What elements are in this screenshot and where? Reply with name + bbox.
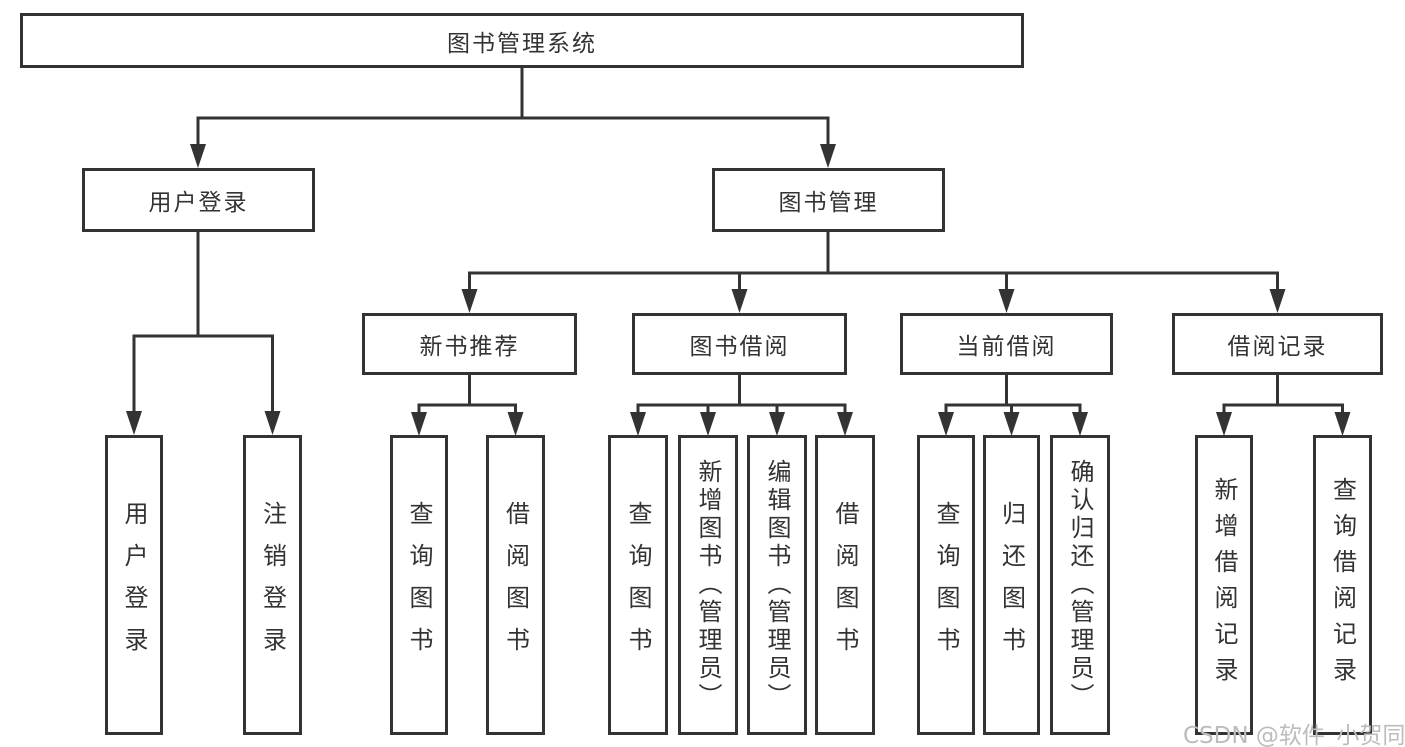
- leaf-label: 查询借阅记录: [1328, 477, 1357, 693]
- leaf-user-login: 用户登录: [105, 435, 163, 735]
- leaf-label: 归还图书: [997, 501, 1026, 669]
- leaf-return-books: 归还图书: [983, 435, 1040, 735]
- leaf-recommend-borrow-books: 借阅图书: [486, 435, 545, 735]
- leaf-label: 新增借阅记录: [1210, 477, 1238, 693]
- leaf-label: 新增图书（管理员）: [694, 459, 722, 711]
- leaf-label: 借阅图书: [831, 501, 859, 669]
- leaf-add-borrow-record: 新增借阅记录: [1195, 435, 1253, 735]
- leaf-label: 查询图书: [624, 501, 652, 669]
- leaf-current-search-books: 查询图书: [917, 435, 975, 735]
- leaf-search-borrow-record: 查询借阅记录: [1313, 435, 1372, 735]
- leaf-label: 注销登录: [258, 501, 287, 669]
- leaf-borrow-books: 借阅图书: [815, 435, 875, 735]
- node-label: 图书管理: [778, 190, 879, 216]
- node-label: 图书借阅: [689, 334, 790, 360]
- node-label: 新书推荐: [419, 334, 520, 360]
- node-label: 图书管理系统: [447, 30, 597, 57]
- node-label: 当前借阅: [956, 334, 1057, 360]
- leaf-logout: 注销登录: [243, 435, 302, 735]
- node-new-book-recommend: 新书推荐: [362, 313, 577, 375]
- node-borrowing-records: 借阅记录: [1172, 313, 1383, 375]
- leaf-add-books-admin: 新增图书（管理员）: [678, 435, 738, 735]
- leaf-label: 用户登录: [120, 501, 148, 669]
- node-book-management: 图书管理: [712, 168, 945, 232]
- node-user-login: 用户登录: [82, 168, 315, 232]
- leaf-label: 查询图书: [932, 501, 960, 669]
- leaf-recommend-search-books: 查询图书: [390, 435, 448, 735]
- leaf-label: 查询图书: [405, 501, 433, 669]
- leaf-label: 借阅图书: [501, 501, 530, 669]
- node-root-system: 图书管理系统: [20, 13, 1024, 68]
- leaf-borrowing-search-books: 查询图书: [608, 435, 668, 735]
- leaf-label: 确认归还（管理员）: [1066, 459, 1094, 711]
- node-label: 用户登录: [148, 190, 249, 216]
- leaf-confirm-return-admin: 确认归还（管理员）: [1050, 435, 1110, 735]
- leaf-label: 编辑图书（管理员）: [763, 459, 791, 711]
- node-book-borrowing: 图书借阅: [632, 313, 847, 375]
- leaf-edit-books-admin: 编辑图书（管理员）: [747, 435, 807, 735]
- node-current-borrowing: 当前借阅: [900, 313, 1113, 375]
- node-label: 借阅记录: [1227, 334, 1328, 360]
- csdn-watermark: CSDN @软件_小贺同学: [1183, 723, 1405, 747]
